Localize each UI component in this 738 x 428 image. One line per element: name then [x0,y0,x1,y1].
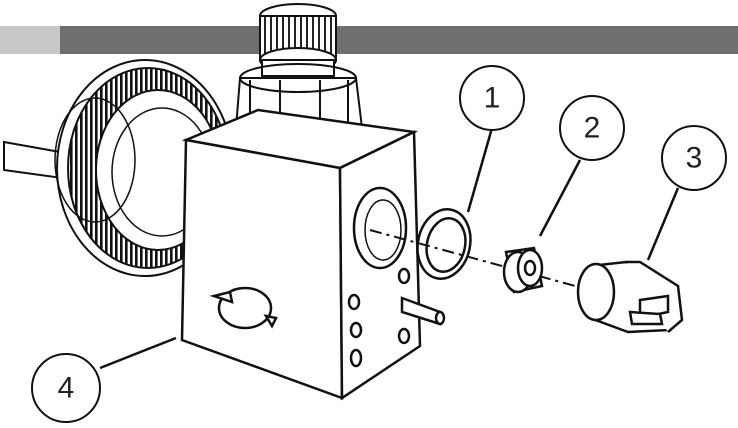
orifice-insert [502,246,544,294]
top-fitting [234,3,364,144]
o-ring [416,208,472,280]
callout-1: 1 [459,65,525,131]
leader-lines [99,127,680,370]
callout-label-1: 1 [484,82,501,115]
callout-4: 4 [31,353,101,423]
lever-handle [3,140,64,180]
callout-3: 3 [661,125,727,191]
callout-2: 2 [559,95,625,161]
valve-body [180,108,446,401]
callout-label-2: 2 [584,112,601,145]
header-bar [0,26,738,54]
callout-label-3: 3 [686,142,703,175]
spray-tip [576,260,684,334]
callout-label-4: 4 [58,372,75,405]
